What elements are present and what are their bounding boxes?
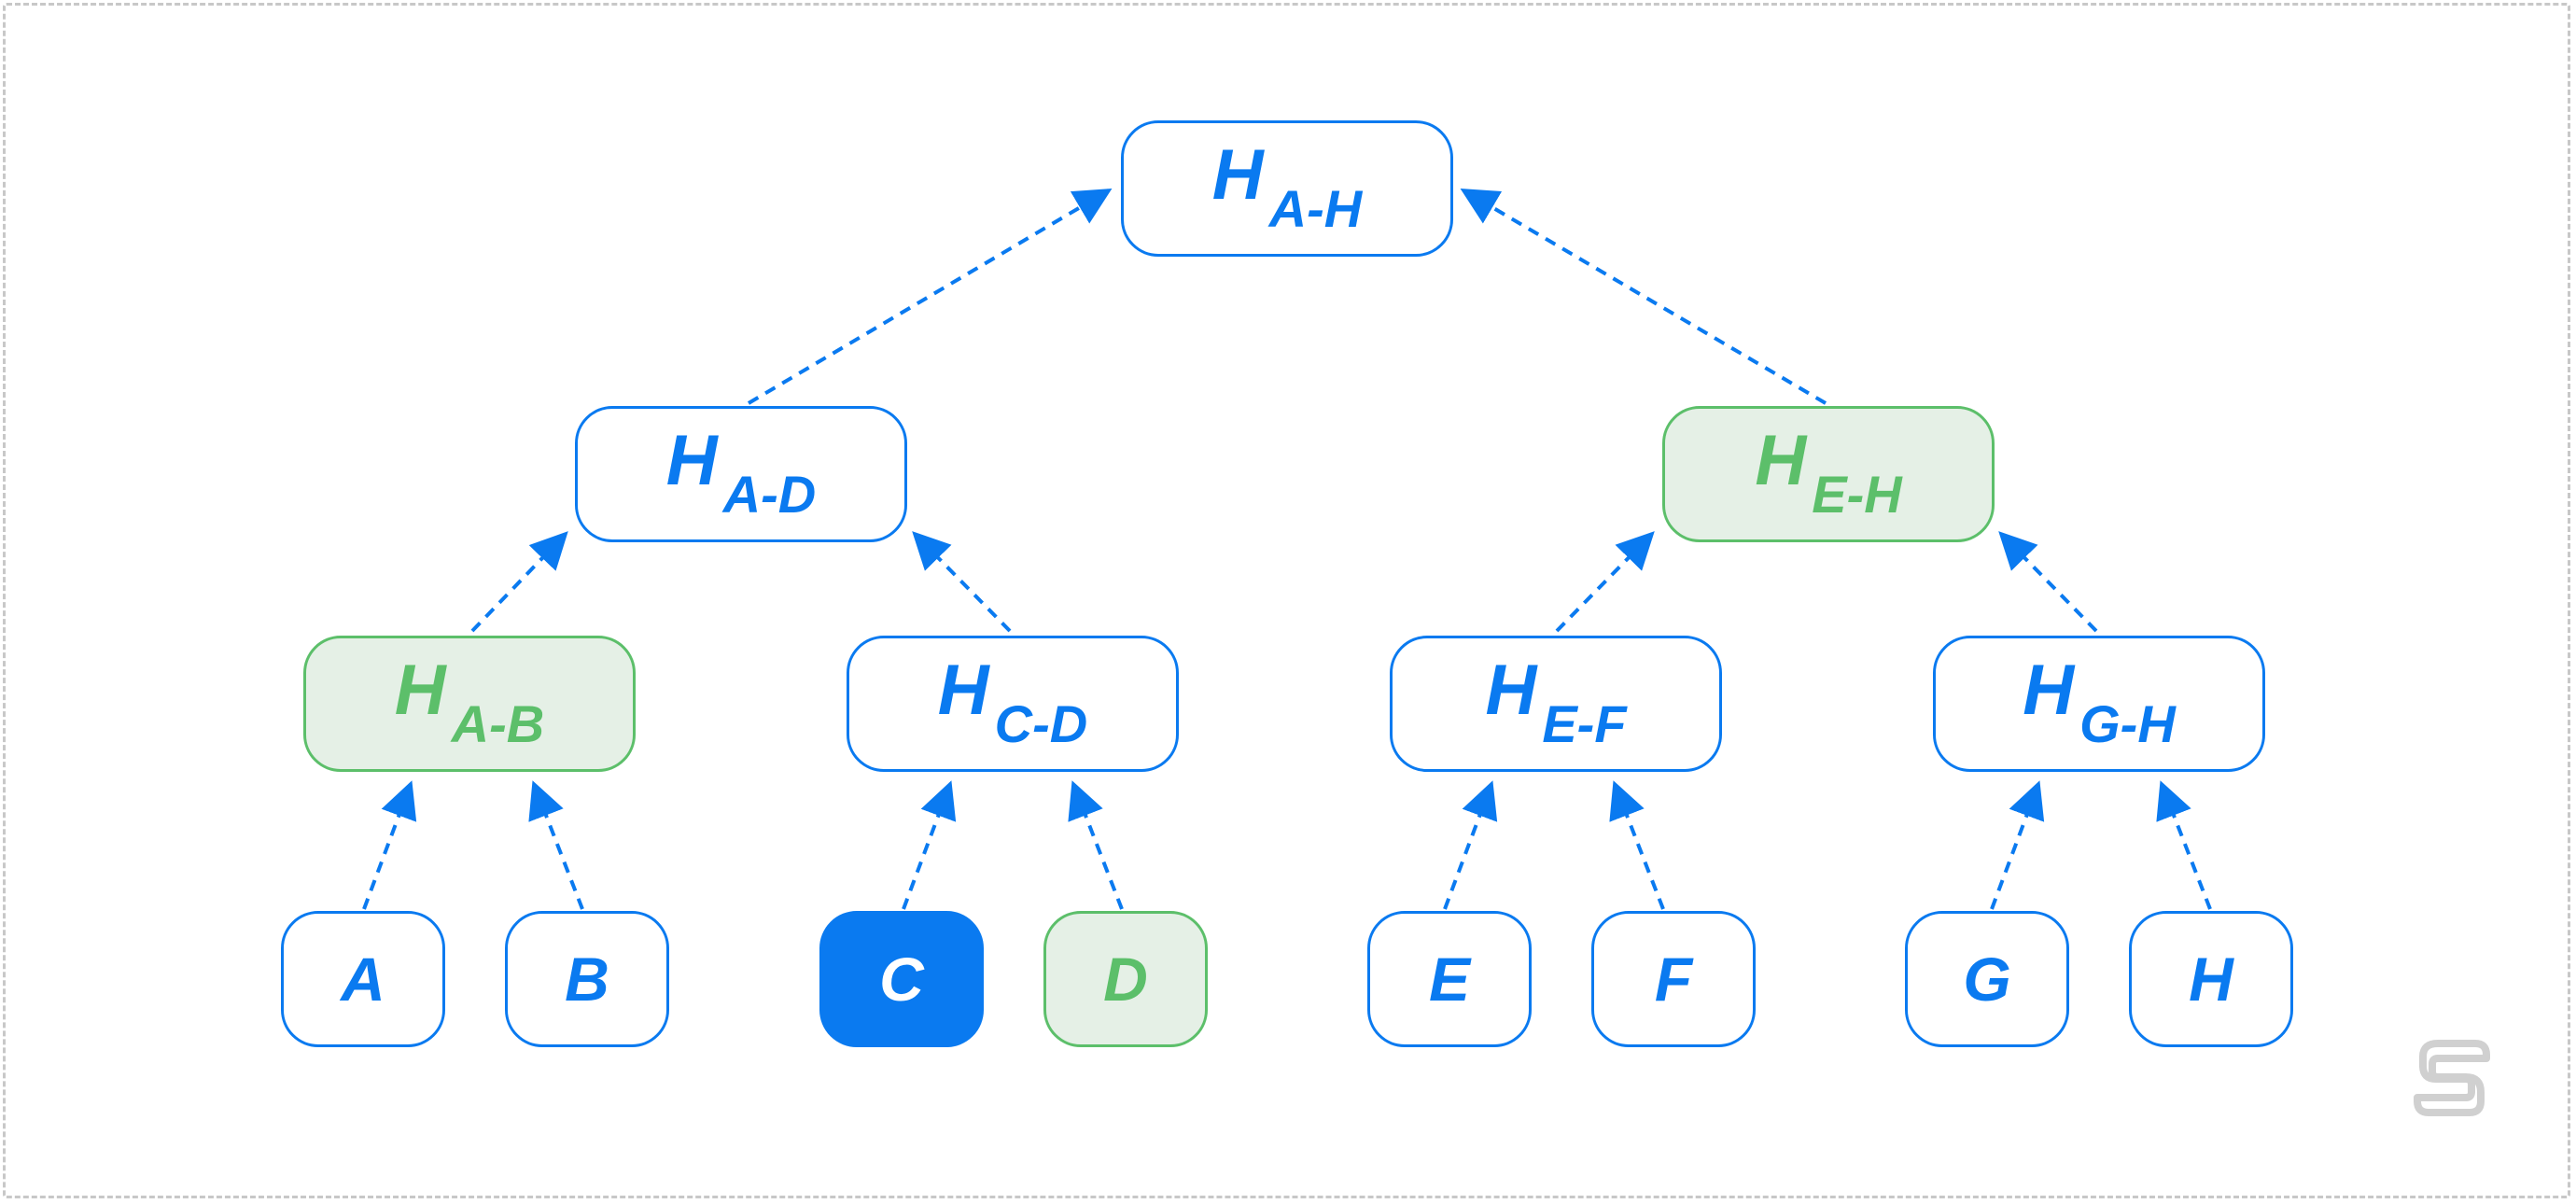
edge-H-to-hGH bbox=[2156, 780, 2212, 910]
leaf-e: E bbox=[1367, 911, 1532, 1047]
leaf-c: C bbox=[819, 911, 984, 1047]
edge-hAD-to-root bbox=[747, 188, 1113, 405]
node-root-sub: A-H bbox=[1268, 179, 1363, 238]
edge-C-to-hCD bbox=[902, 780, 957, 910]
dashed-frame bbox=[3, 3, 2570, 1198]
edge-G-to-hGH bbox=[1990, 780, 2045, 910]
edge-A-to-hAB bbox=[362, 780, 417, 910]
leaf-b: B bbox=[505, 911, 669, 1047]
node-h-e-h: H E-H bbox=[1662, 406, 1995, 542]
stacked-s-logo-icon bbox=[2414, 1040, 2490, 1116]
edge-F-to-hEF bbox=[1609, 780, 1665, 910]
node-h-g-h: H G-H bbox=[1933, 636, 2265, 772]
node-h-a-d-sub: A-D bbox=[722, 465, 817, 524]
node-h-a-d-main: H bbox=[665, 421, 718, 500]
node-h-e-h-sub: E-H bbox=[1812, 465, 1902, 524]
node-h-a-d: H A-D bbox=[575, 406, 907, 542]
leaf-h: H bbox=[2129, 911, 2293, 1047]
edge-E-to-hEF bbox=[1443, 780, 1498, 910]
node-root-main: H bbox=[1211, 135, 1264, 215]
edge-hEF-to-hEH bbox=[1555, 531, 1655, 633]
node-h-g-h-sub: G-H bbox=[2079, 694, 2176, 753]
leaf-d: D bbox=[1043, 911, 1208, 1047]
node-h-g-h-main: H bbox=[2023, 651, 2075, 730]
edge-hGH-to-hEH bbox=[1998, 531, 2098, 633]
edge-hEH-to-root bbox=[1460, 188, 1827, 405]
edge-D-to-hCD bbox=[1068, 780, 1124, 910]
node-h-e-f: H E-F bbox=[1390, 636, 1722, 772]
node-h-a-b: H A-B bbox=[303, 636, 636, 772]
node-h-c-d-main: H bbox=[937, 651, 989, 730]
node-h-c-d: H C-D bbox=[847, 636, 1179, 772]
node-h-e-f-sub: E-F bbox=[1542, 694, 1627, 753]
leaf-g: G bbox=[1905, 911, 2069, 1047]
edge-B-to-hAB bbox=[528, 780, 584, 910]
node-h-a-b-main: H bbox=[394, 651, 446, 730]
node-h-c-d-sub: C-D bbox=[994, 694, 1088, 753]
node-h-a-b-sub: A-B bbox=[451, 694, 545, 753]
node-h-e-f-main: H bbox=[1485, 651, 1537, 730]
node-h-e-h-main: H bbox=[1755, 421, 1807, 500]
node-root: H A-H bbox=[1121, 120, 1453, 257]
edge-hCD-to-hAD bbox=[912, 531, 1012, 633]
leaf-a: A bbox=[281, 911, 445, 1047]
leaf-f: F bbox=[1591, 911, 1756, 1047]
edge-hAB-to-hAD bbox=[470, 531, 568, 633]
